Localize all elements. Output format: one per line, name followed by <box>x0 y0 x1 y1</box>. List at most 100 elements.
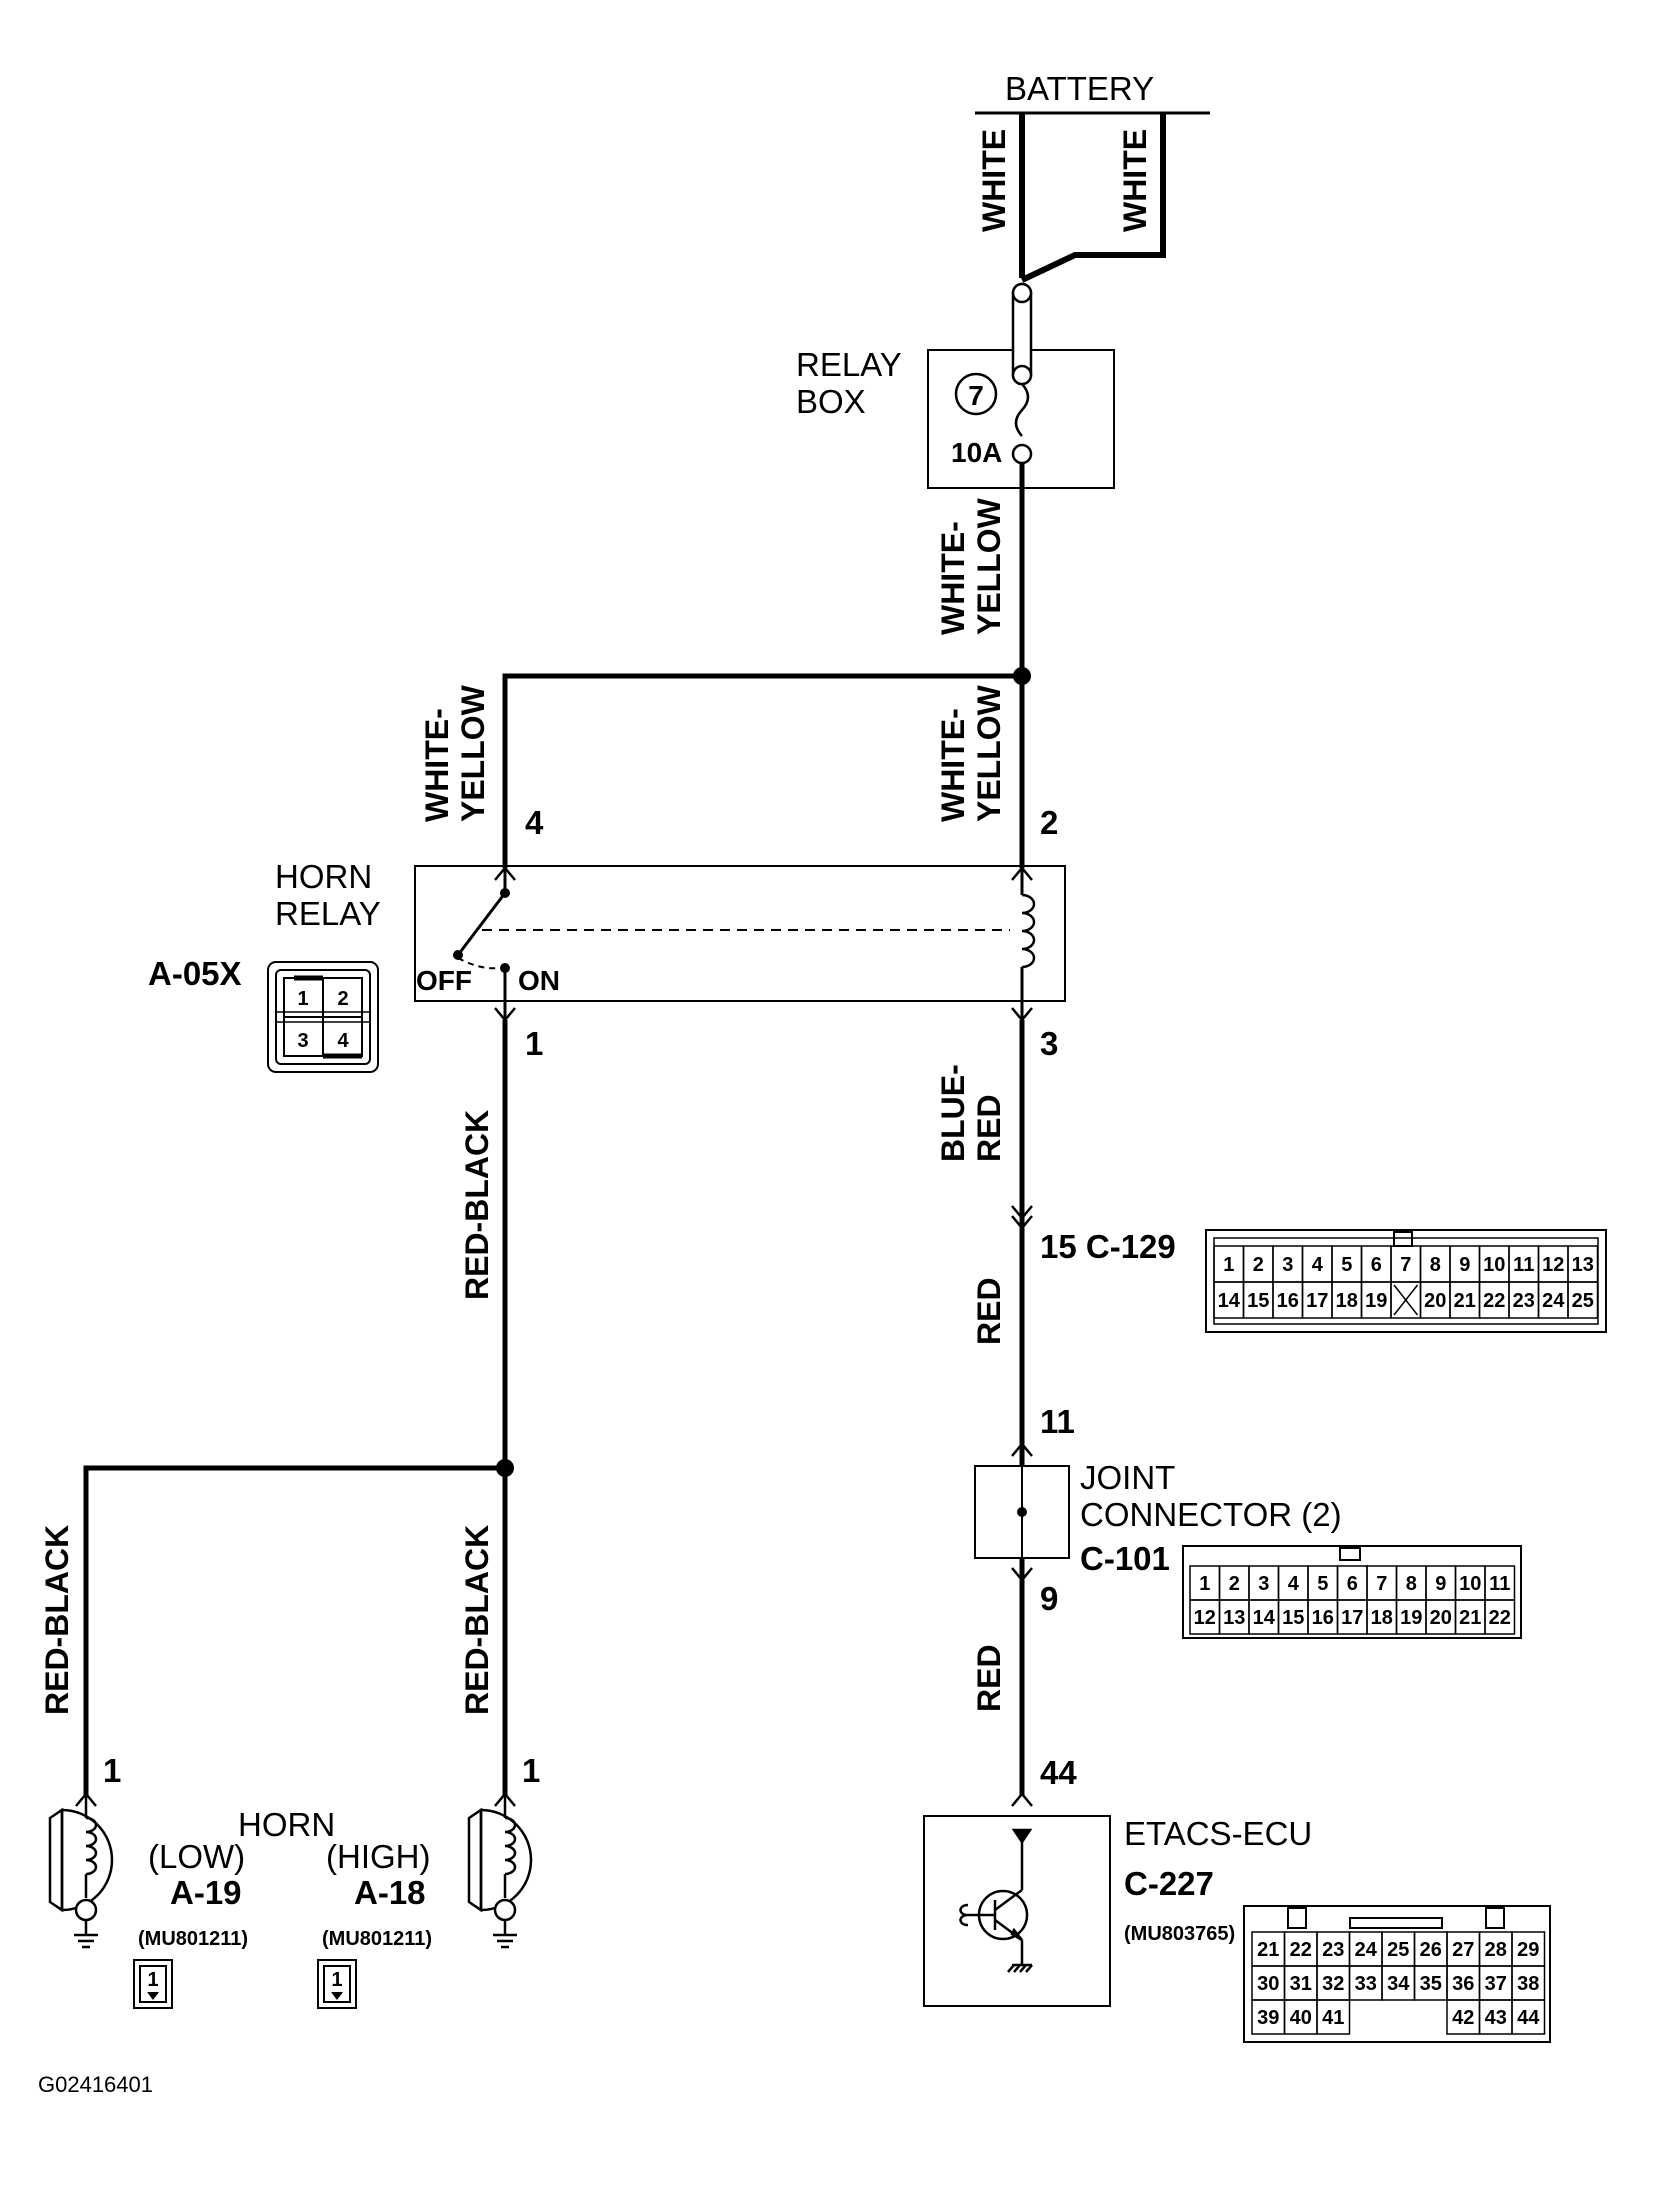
c101-pin-5: 5 <box>1317 1573 1328 1595</box>
c227-pin-35: 35 <box>1420 1973 1442 1995</box>
c227-pin-34: 34 <box>1387 1973 1410 1995</box>
wire-label-white-1: WHITE <box>976 129 1012 232</box>
horn-low-connector-id: A-19 <box>170 1874 242 1911</box>
relay-coil <box>1021 893 1036 969</box>
wire-label-wy-right-2: YELLOW <box>971 684 1007 822</box>
horn-low-label: (LOW) <box>148 1838 245 1875</box>
c227-pin-44: 44 <box>1517 2007 1540 2029</box>
a05x-pin-4: 4 <box>337 1030 349 1052</box>
c227-pin-39: 39 <box>1257 2007 1279 2029</box>
c101-pin-9: 9 <box>1435 1573 1446 1595</box>
c129-pin-23: 23 <box>1513 1290 1535 1312</box>
c101-pin-22: 22 <box>1489 1607 1511 1629</box>
c101-pin-14: 14 <box>1253 1607 1276 1629</box>
relay-switch-contact <box>456 892 507 956</box>
c101-pin-6: 6 <box>1347 1573 1358 1595</box>
c101-pin-17: 17 <box>1341 1607 1363 1629</box>
c129-empty-cell <box>1393 1284 1419 1316</box>
c129-pin-4: 4 <box>1312 1254 1324 1276</box>
joint-pin-markers <box>1011 1442 1033 1582</box>
a05x-pin-1: 1 <box>297 988 308 1010</box>
c129-pin-25: 25 <box>1572 1290 1594 1312</box>
etacs-ecu-name: ETACS-ECU <box>1124 1815 1312 1852</box>
wire-label-wy-main-1: WHITE- <box>935 521 971 635</box>
c101-pin-19: 19 <box>1400 1607 1422 1629</box>
wire-label-wy-main-2: YELLOW <box>971 497 1007 635</box>
wire-red-black-left <box>83 1465 505 1795</box>
c129-pin-2: 2 <box>1253 1254 1264 1276</box>
c227-pin-33: 33 <box>1355 1973 1377 1995</box>
c129-pin-7: 7 <box>1400 1254 1411 1276</box>
c129-label: 15 C-129 <box>1040 1228 1176 1265</box>
pin-joint-9: 9 <box>1040 1580 1058 1617</box>
c227-pin-40: 40 <box>1290 2007 1312 2029</box>
wire-label-blue-red-1: BLUE- <box>935 1064 971 1162</box>
horn-high-part: (MU801211) <box>322 1928 432 1950</box>
c129-pin-14: 14 <box>1218 1290 1241 1312</box>
wire-label-red-lower: RED <box>971 1644 1007 1712</box>
horn-low-part: (MU801211) <box>138 1928 248 1950</box>
fuse-rating: 10A <box>951 437 1002 468</box>
joint-connector-id: C-101 <box>1080 1540 1170 1577</box>
c129-pin-13: 13 <box>1572 1254 1594 1276</box>
horn-high-symbol <box>467 1792 533 1949</box>
fuse-number: 7 <box>968 380 984 411</box>
pin-relay-4: 4 <box>525 804 544 841</box>
figure-id: G02416401 <box>38 2072 153 2097</box>
c129-pin-marker <box>1011 1205 1033 1230</box>
c227-pin-29: 29 <box>1517 1939 1539 1961</box>
wire-label-blue-red-2: RED <box>971 1094 1007 1162</box>
c227-pin-43: 43 <box>1485 2007 1507 2029</box>
horn-high-label: (HIGH) <box>326 1838 430 1875</box>
c129-pin-16: 16 <box>1277 1290 1299 1312</box>
etacs-ecu-symbol <box>959 1792 1033 1973</box>
battery-label: BATTERY <box>1005 70 1154 107</box>
c101-pin-13: 13 <box>1223 1607 1245 1629</box>
relay-box-label-2: BOX <box>796 383 866 420</box>
horn-label: HORN <box>238 1806 335 1843</box>
pin-relay-2: 2 <box>1040 804 1058 841</box>
horn-high-connector-id: A-18 <box>354 1874 426 1911</box>
c227-pin-27: 27 <box>1452 1939 1474 1961</box>
c101-pin-7: 7 <box>1376 1573 1387 1595</box>
c227-pin-26: 26 <box>1420 1939 1442 1961</box>
c227-pin-41: 41 <box>1322 2007 1344 2029</box>
c129-pin-6: 6 <box>1371 1254 1382 1276</box>
white-wire-right <box>1020 113 1166 283</box>
c227-pin-32: 32 <box>1322 1973 1344 1995</box>
c129-pin-3: 3 <box>1282 1254 1293 1276</box>
fuse-element <box>1014 383 1030 437</box>
c101-pin-4: 4 <box>1288 1573 1300 1595</box>
horn-relay-label-1: HORN <box>275 858 372 895</box>
etacs-ecu-box <box>923 1815 1111 2007</box>
c129-pin-11: 11 <box>1513 1254 1534 1276</box>
a05x-pin-3: 3 <box>297 1030 308 1052</box>
c227-pin-30: 30 <box>1257 1973 1279 1995</box>
relay-box-label-1: RELAY <box>796 346 902 383</box>
c101-pin-15: 15 <box>1282 1607 1304 1629</box>
svg-text:1: 1 <box>331 1969 342 1991</box>
c101-pin-21: 21 <box>1459 1607 1481 1629</box>
connector-a05x: 1 2 3 4 <box>267 961 379 1073</box>
c129-pin-17: 17 <box>1306 1290 1328 1312</box>
pin-relay-3: 3 <box>1040 1025 1058 1062</box>
c129-pin-22: 22 <box>1483 1290 1505 1312</box>
horn-high-connector-tab: 1 <box>317 1959 357 2009</box>
c129-pin-21: 21 <box>1454 1290 1476 1312</box>
relay-on-label: ON <box>518 965 560 996</box>
pin-relay-1: 1 <box>525 1025 543 1062</box>
c227-pin-37: 37 <box>1485 1973 1507 1995</box>
c129-pin-1: 1 <box>1223 1254 1234 1276</box>
c227-pin-36: 36 <box>1452 1973 1474 1995</box>
c101-pin-12: 12 <box>1194 1607 1216 1629</box>
pin-horn-low-1: 1 <box>103 1752 121 1789</box>
wire-label-red-upper: RED <box>971 1277 1007 1345</box>
etacs-part-number: (MU803765) <box>1124 1923 1235 1945</box>
c129-pin-18: 18 <box>1336 1290 1358 1312</box>
c129-pin-8: 8 <box>1430 1254 1441 1276</box>
pin-joint-11: 11 <box>1040 1403 1075 1440</box>
c101-pin-3: 3 <box>1258 1573 1269 1595</box>
c129-pin-20: 20 <box>1424 1290 1446 1312</box>
